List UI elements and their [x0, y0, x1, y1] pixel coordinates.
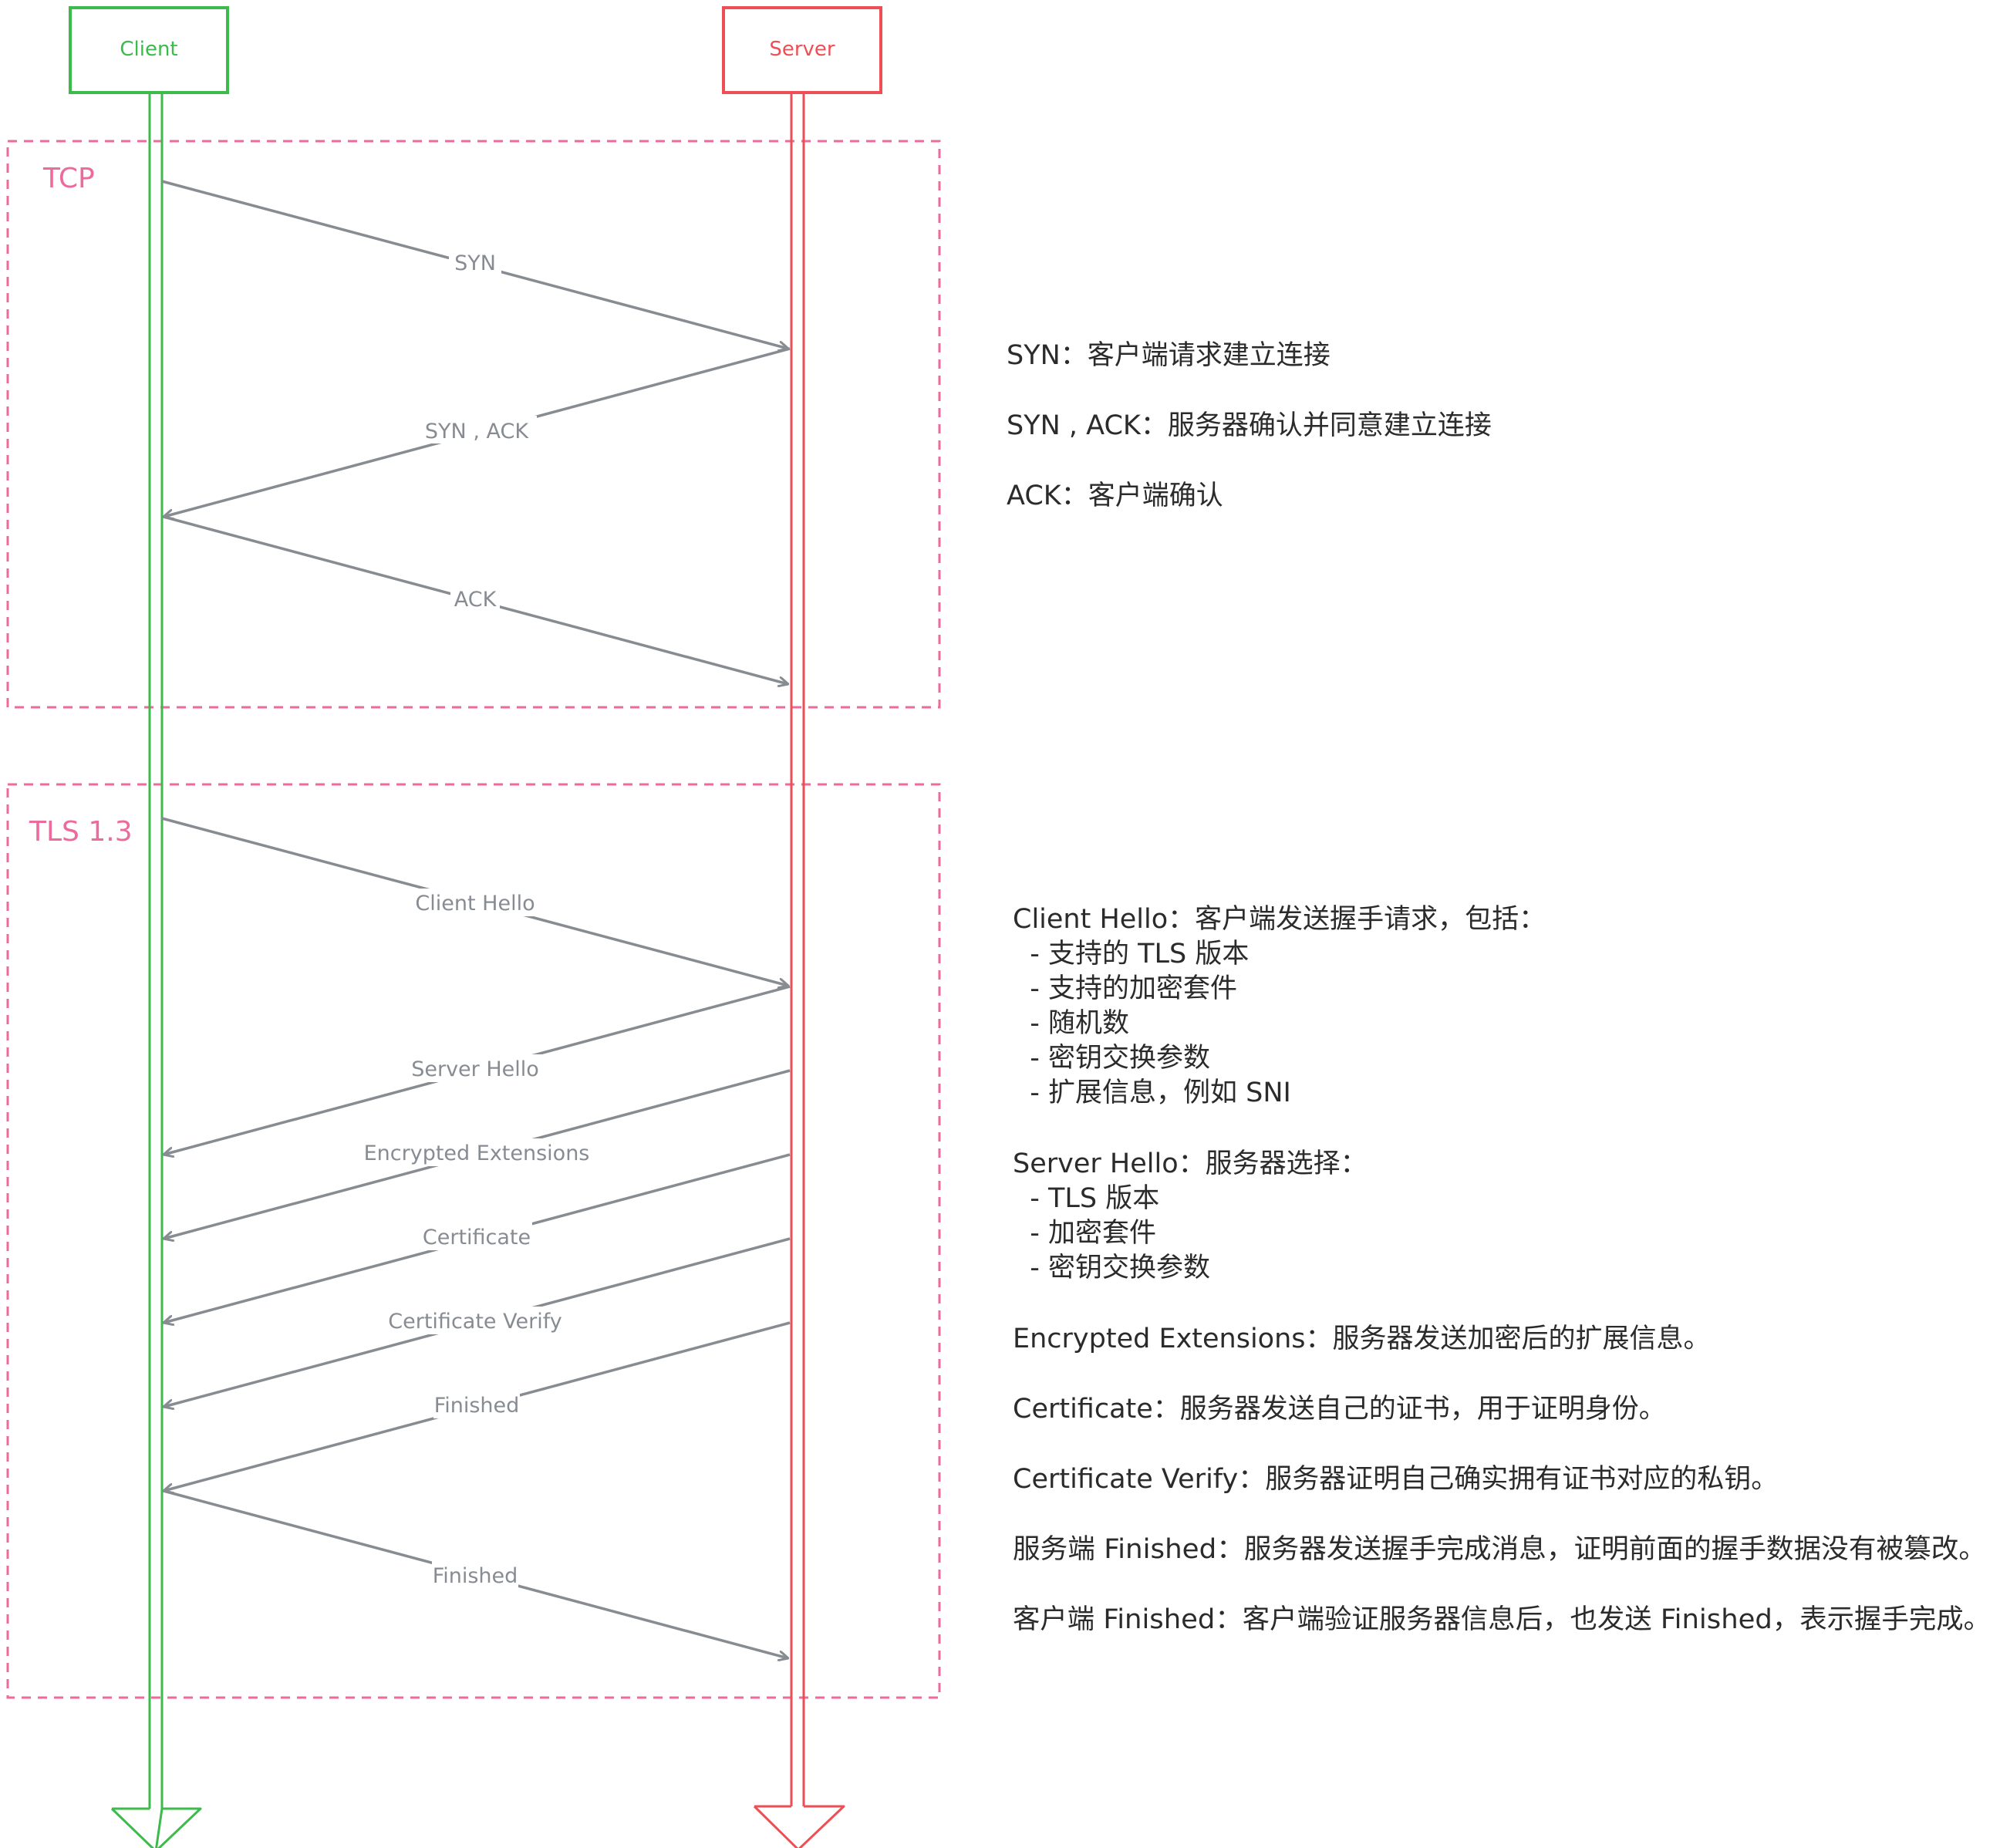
tcp-messages: SYN SYN , ACK ACK [161, 180, 791, 684]
tls-messages: Client Hello Server Hello Encrypted Exte… [161, 817, 791, 1658]
note-client-hello: Client Hello：客户端发送握手请求，包括： [1013, 904, 1546, 935]
note-server-hello-item: - 加密套件 [1013, 1218, 1156, 1249]
note-certificate: Certificate：服务器发送自己的证书，用于证明身份。 [1013, 1394, 1666, 1425]
tcp-group-frame [6, 140, 941, 709]
tcp-group: TCP [6, 140, 941, 709]
server-lifeline-arrowhead [753, 1805, 845, 1848]
client-actor: Client [69, 6, 229, 1848]
tls-notes: Client Hello：客户端发送握手请求，包括： - 支持的 TLS 版本 … [1013, 904, 1991, 1635]
note-client-finished: 客户端 Finished：客户端验证服务器信息后，也发送 Finished，表示… [1013, 1604, 1991, 1635]
note-client-hello-item: - 支持的加密套件 [1013, 973, 1237, 1004]
message-label-syn: SYN [454, 251, 496, 275]
message-label-encrypted-extensions: Encrypted Extensions [364, 1142, 590, 1165]
note-tcp-ack: ACK：客户端确认 [1007, 481, 1223, 511]
message-label-server-finished: Finished [434, 1394, 520, 1418]
note-client-hello-item: - 扩展信息，例如 SNI [1013, 1077, 1291, 1108]
tls-group-label: TLS 1.3 [29, 816, 133, 848]
note-server-finished: 服务端 Finished：服务器发送握手完成消息，证明前面的握手数据没有被篡改。 [1013, 1534, 1986, 1565]
tls-group: TLS 1.3 [6, 783, 941, 1699]
message-label-ack: ACK [454, 588, 497, 612]
note-server-hello: Server Hello：服务器选择： [1013, 1148, 1368, 1179]
note-certificate-verify: Certificate Verify：服务器证明自己确实拥有证书对应的私钥。 [1013, 1464, 1778, 1495]
note-server-hello-item: - TLS 版本 [1013, 1183, 1159, 1214]
server-actor: Server [722, 6, 882, 1848]
message-label-syn-ack: SYN , ACK [425, 420, 529, 443]
message-label-client-finished: Finished [433, 1564, 518, 1588]
server-actor-label: Server [769, 38, 835, 61]
note-client-hello-item: - 随机数 [1013, 1008, 1129, 1039]
message-label-server-hello: Server Hello [411, 1057, 539, 1081]
client-actor-label: Client [120, 38, 177, 61]
message-label-certificate: Certificate [423, 1226, 531, 1249]
message-label-client-hello: Client Hello [415, 892, 535, 916]
server-actor-box [722, 6, 882, 94]
tcp-group-label: TCP [42, 163, 95, 194]
note-client-hello-item: - 支持的 TLS 版本 [1013, 939, 1249, 970]
note-tcp-syn: SYN：客户端请求建立连接 [1007, 340, 1331, 371]
client-lifeline-arrowhead [112, 1807, 202, 1848]
note-client-hello-item: - 密钥交换参数 [1013, 1043, 1210, 1074]
note-server-hello-item: - 密钥交换参数 [1013, 1253, 1210, 1283]
message-label-certificate-verify: Certificate Verify [388, 1310, 562, 1334]
note-encrypted-extensions: Encrypted Extensions：服务器发送加密后的扩展信息。 [1013, 1324, 1711, 1354]
note-tcp-syn-ack: SYN , ACK：服务器确认并同意建立连接 [1007, 410, 1492, 441]
tcp-notes: SYN：客户端请求建立连接 SYN , ACK：服务器确认并同意建立连接 ACK… [1007, 340, 1492, 511]
